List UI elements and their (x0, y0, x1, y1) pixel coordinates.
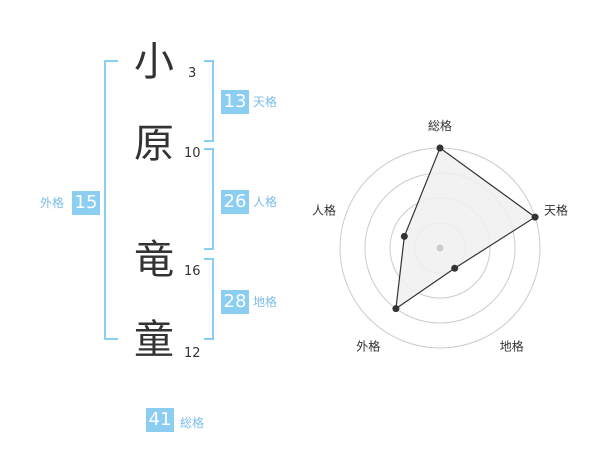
radar-point-4 (392, 305, 400, 313)
tenkaku-bracket (204, 60, 214, 142)
radar-point-3 (451, 264, 459, 272)
name-char-1: 小 (134, 39, 174, 85)
jinkaku-value: 26 (221, 190, 249, 214)
radar-area (395, 147, 537, 310)
name-char-3: 竜 (134, 237, 174, 283)
radar-axis-label-4: 外格 (356, 339, 380, 354)
chikaku-value: 28 (221, 290, 249, 314)
gaikaku-value: 15 (72, 191, 100, 215)
jinkaku-bracket (204, 148, 214, 250)
chikaku-label: 地格 (253, 295, 278, 309)
gaikaku-bracket (104, 60, 118, 340)
stroke-count-2: 10 (184, 146, 201, 161)
stroke-count-3: 16 (184, 264, 201, 279)
chikaku-bracket (204, 258, 214, 340)
soukaku-value: 41 (146, 408, 174, 432)
radar-point-2 (531, 213, 539, 221)
stroke-count-1: 3 (188, 66, 197, 81)
radar-axis-label-2: 天格 (544, 202, 568, 217)
name-char-2: 原 (134, 121, 174, 167)
radar-center-dot (436, 244, 444, 252)
radar-point-5 (400, 232, 408, 240)
gaikaku-label: 外格 (40, 196, 65, 210)
radar-axis-label-5: 人格 (312, 202, 336, 217)
radar-axis-label-1: 総格 (428, 118, 452, 133)
jinkaku-label: 人格 (253, 195, 278, 209)
stroke-count-4: 12 (184, 346, 201, 361)
tenkaku-value: 13 (221, 90, 249, 114)
tenkaku-label: 天格 (253, 95, 278, 109)
soukaku-label: 総格 (180, 416, 205, 430)
radar-point-1 (436, 144, 444, 152)
radar-axis-label-3: 地格 (500, 339, 524, 354)
name-char-4: 童 (134, 317, 174, 363)
